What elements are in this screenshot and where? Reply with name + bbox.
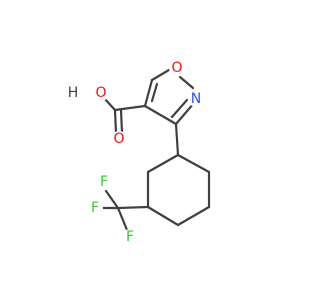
- bond-c3-cy1: [174, 122, 180, 157]
- atom-f-3: F: [96, 174, 112, 190]
- svg-text:F: F: [91, 200, 99, 216]
- atom-f-1: F: [87, 200, 103, 216]
- bond-cy5-cf3: [116, 205, 150, 210]
- svg-text:O: O: [95, 85, 106, 101]
- atom-n-ring: N: [188, 91, 204, 107]
- svg-text:F: F: [100, 174, 108, 190]
- bond-n2-c3-double: [170, 98, 189, 119]
- atom-o-carbonyl: O: [111, 131, 127, 147]
- bond-cy1-cy2: [176, 153, 211, 174]
- bond-cy4-cy5: [146, 205, 180, 227]
- svg-text:F: F: [126, 229, 134, 245]
- bond-c4-cooh: [113, 104, 147, 112]
- atom-o-ring: O: [169, 60, 185, 76]
- atom-f-2: F: [122, 229, 138, 245]
- svg-text:H: H: [68, 85, 79, 101]
- bond-cf3-f3: [104, 189, 120, 210]
- bond-c3-c4: [143, 104, 178, 126]
- atom-o-hydroxyl: O: [93, 85, 109, 101]
- bond-cf3-f2: [116, 206, 129, 232]
- bond-n2-c3: [174, 101, 196, 126]
- svg-text:O: O: [171, 60, 182, 76]
- bond-cy3-cy4: [176, 205, 211, 227]
- molecule-diagram: O N O O H F F F: [66, 60, 211, 245]
- bond-cy6-cy1: [146, 153, 180, 174]
- atom-h-hydroxyl: H: [66, 85, 80, 101]
- bond-cooh-oh: [102, 96, 117, 112]
- bond-cooh-carbonyl-1: [113, 108, 118, 135]
- svg-text:N: N: [191, 91, 201, 107]
- svg-text:O: O: [113, 131, 124, 147]
- bond-c4-c5: [143, 78, 154, 108]
- bond-c4-c5-double: [150, 82, 159, 103]
- bond-cooh-carbonyl-2: [119, 108, 124, 135]
- bond-o1-n2: [178, 75, 195, 90]
